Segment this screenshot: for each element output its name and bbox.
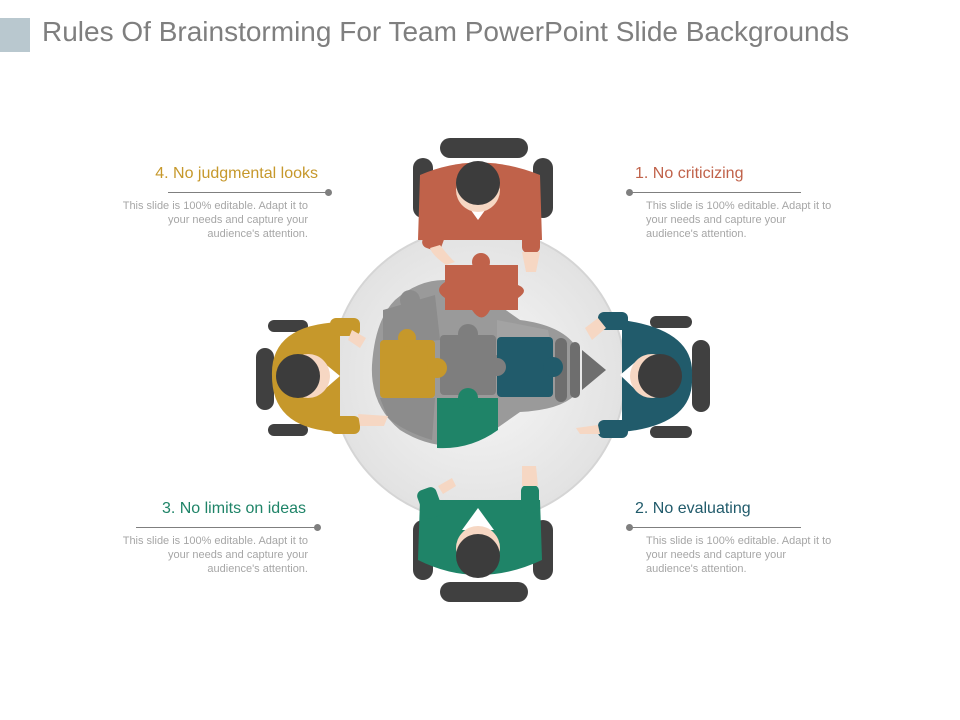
puzzle-piece-rust — [439, 253, 524, 318]
callout-body: This slide is 100% editable. Adapt it to… — [646, 535, 832, 575]
chair-bottom — [440, 582, 528, 602]
puzzle-piece-gold — [380, 329, 447, 398]
chair-right — [692, 340, 710, 412]
callout-body: This slide is 100% editable. Adapt it to… — [122, 200, 308, 240]
callout-dot — [325, 189, 332, 196]
puzzle-piece-green — [437, 388, 498, 449]
person-right-teal — [576, 312, 710, 438]
callout-rule — [168, 192, 328, 193]
callout-rule — [629, 527, 801, 528]
person-top-rust — [413, 138, 553, 272]
callout-heading: 4. No judgmental looks — [155, 165, 318, 182]
puzzle-piece-gray-lower — [380, 398, 435, 440]
callout-body: This slide is 100% editable. Adapt it to… — [646, 200, 832, 240]
callout-body: This slide is 100% editable. Adapt it to… — [122, 535, 308, 575]
puzzle-piece-teal — [488, 337, 563, 397]
chair-left — [256, 348, 274, 410]
callout-rule — [629, 192, 801, 193]
chair-top — [440, 138, 528, 158]
callout-heading: 1. No criticizing — [635, 165, 744, 182]
callout-heading: 2. No evaluating — [635, 500, 751, 517]
person-bottom-green — [413, 466, 553, 602]
callout-dot — [314, 524, 321, 531]
title-accent-bar — [0, 18, 30, 52]
puzzle-piece-gray-right — [497, 320, 550, 340]
person-left-gold — [256, 318, 388, 436]
callout-rule — [136, 527, 318, 528]
puzzle-piece-gray-top — [383, 290, 440, 345]
slide-title: Rules Of Brainstorming For Team PowerPoi… — [42, 16, 850, 47]
callout-heading: 3. No limits on ideas — [161, 500, 306, 517]
